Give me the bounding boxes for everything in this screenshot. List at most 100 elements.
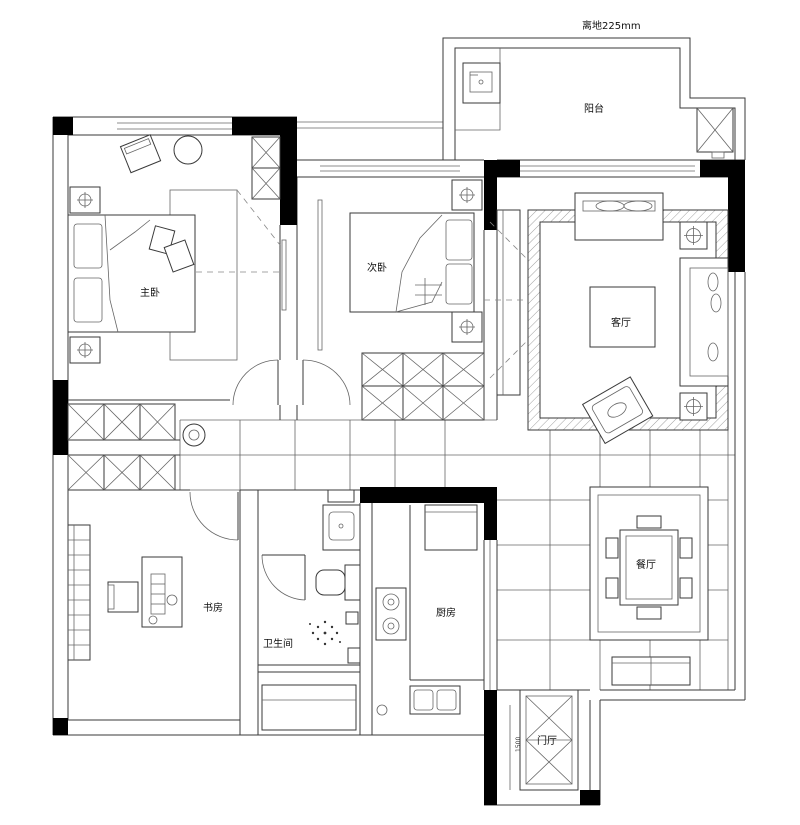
bathroom-window: [261, 684, 357, 731]
armchair-seat: [581, 376, 654, 445]
wardrobe-cross: [139, 403, 176, 441]
study-furniture: [67, 454, 183, 661]
blanket-fold: [395, 214, 443, 313]
sink-basin: [328, 511, 355, 541]
wardrobe-cross: [402, 352, 444, 387]
mouse-icon: [166, 594, 178, 606]
wardrobe-cross: [103, 454, 141, 491]
plant-pot: [182, 423, 206, 447]
wardrobe-cross: [361, 352, 404, 387]
wardrobe-cross: [251, 136, 281, 169]
armchair-bottom: [581, 376, 654, 445]
wardrobe-cross: [67, 454, 105, 491]
washer-pipe: [711, 151, 725, 159]
master-bedroom-furniture: [67, 134, 287, 441]
bathroom-door-swing: [261, 554, 306, 601]
doors: [189, 359, 351, 601]
guide-line: [489, 221, 527, 259]
cabinet-cross: [525, 695, 573, 741]
dining-room-label: 餐厅: [636, 558, 656, 571]
cushion: [163, 239, 195, 273]
drain-icon: [376, 704, 388, 716]
wall-tv: [281, 239, 287, 311]
balcony-fixtures: [462, 62, 734, 159]
cushion: [707, 342, 719, 362]
burner-icon: [382, 593, 400, 611]
shower-dot: [339, 641, 341, 643]
blanket-fold: [104, 214, 151, 333]
guide-line: [489, 341, 527, 379]
second-bed: [349, 212, 475, 313]
living-room-furniture: [484, 192, 729, 445]
second-bedroom-furniture: [317, 179, 485, 421]
shower-dot: [311, 631, 315, 635]
shower-dot: [316, 625, 320, 629]
solid-wall: [484, 487, 497, 540]
wardrobe-cross: [251, 167, 281, 200]
wardrobe-cross: [442, 352, 485, 387]
cup-icon: [148, 615, 158, 625]
armchair-cushion: [591, 386, 643, 434]
floor-drain: [345, 611, 359, 625]
living-room-label: 客厅: [611, 316, 631, 329]
cushion: [607, 402, 627, 418]
master-door-swing: [232, 359, 279, 406]
dining-furniture: [589, 486, 709, 686]
shower-head-icon: [309, 620, 341, 646]
solid-wall: [53, 117, 73, 135]
solid-wall: [728, 160, 745, 272]
wardrobe-cross: [402, 385, 444, 421]
foyer-label: 门厅: [537, 734, 557, 747]
drain-icon: [338, 523, 344, 529]
balcony-note-label: 离地225mm: [582, 19, 641, 32]
chair-back: [123, 138, 152, 155]
pillow: [445, 263, 473, 305]
burner-icon: [387, 598, 395, 606]
wardrobe-cell: [139, 454, 176, 491]
balcony-closet-line: [455, 48, 501, 131]
wardrobe-cell: [442, 385, 485, 421]
wardrobe-cross: [67, 403, 105, 441]
solid-wall: [580, 790, 600, 805]
shower-dot: [323, 642, 327, 646]
wardrobe-cross: [103, 403, 141, 441]
tv-cabinet: [496, 209, 521, 396]
armchair-top: [574, 192, 664, 241]
kitchen-sink: [409, 685, 461, 715]
master-bedroom-label: 主卧: [140, 286, 160, 299]
shower-dot: [316, 637, 320, 641]
wall-tv: [317, 199, 323, 351]
refrigerator: [424, 504, 478, 551]
foyer-furniture: [509, 689, 579, 791]
cabinet-cross: [525, 739, 573, 785]
solid-wall: [53, 718, 68, 735]
chair-back: [107, 584, 115, 610]
kitchen-label: 厨房: [436, 606, 456, 619]
second-bedroom-label: 次卧: [367, 261, 387, 274]
foyer-dimension-label: 1500: [515, 737, 522, 752]
wardrobe-cell: [251, 167, 281, 200]
dining-chair: [679, 577, 693, 599]
bathroom-label: 卫生间: [263, 637, 293, 650]
sofa: [679, 257, 729, 387]
shower-dot: [323, 620, 327, 624]
sink-basin: [413, 689, 434, 711]
second-wardrobe: [361, 352, 485, 421]
second-door-swing: [302, 359, 351, 406]
pillow: [445, 219, 473, 261]
toilet-tank: [344, 564, 361, 601]
wardrobe-cross: [442, 385, 485, 421]
shower-dot: [323, 631, 327, 635]
balcony-wall-inner: [454, 47, 736, 160]
pillow: [73, 277, 103, 323]
shower-dot: [309, 623, 311, 625]
shower-dot: [330, 637, 334, 641]
burner-icon: [387, 622, 395, 630]
dining-table-top: [625, 535, 673, 600]
shower-dot: [330, 625, 334, 629]
master-bed: [67, 214, 196, 333]
solid-walls: [53, 117, 745, 805]
solid-wall: [360, 487, 497, 503]
desk-chair: [107, 581, 139, 613]
solid-wall: [484, 690, 497, 805]
